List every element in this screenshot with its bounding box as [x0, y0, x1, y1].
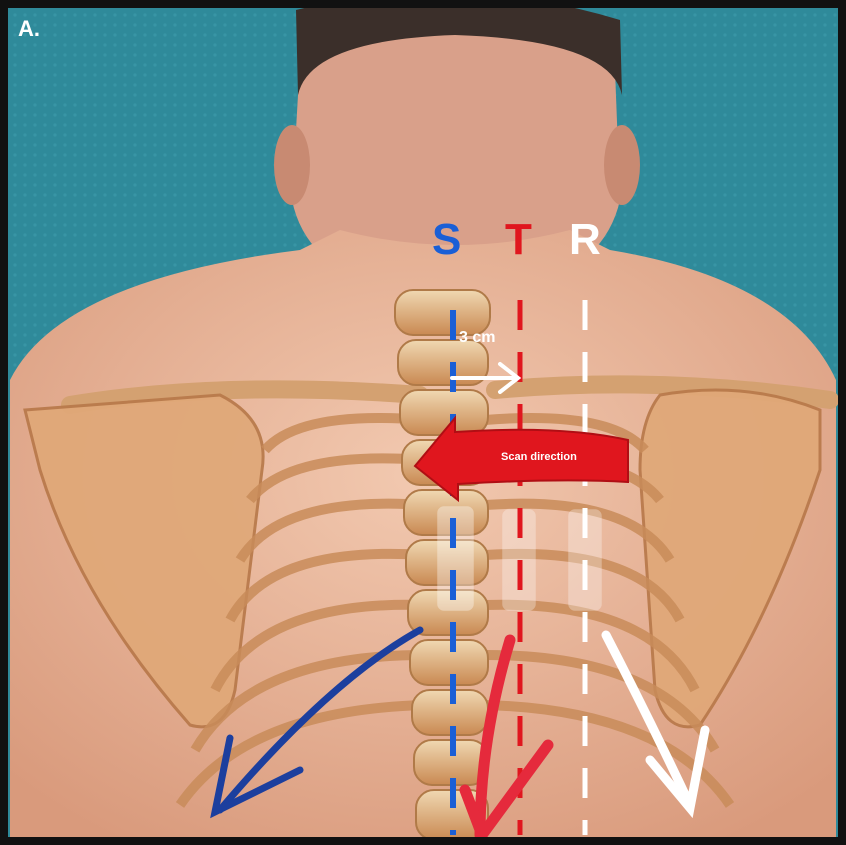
panel-label: A.: [18, 16, 40, 42]
scan-line-label-s: S: [432, 218, 461, 262]
left-ear: [274, 125, 310, 205]
right-ear: [604, 125, 640, 205]
scan-direction-label: Scan direction: [501, 451, 577, 463]
scan-line-label-t: T: [505, 218, 532, 262]
distance-label: 3 cm: [459, 329, 495, 347]
scan-line-label-r: R: [569, 218, 601, 262]
